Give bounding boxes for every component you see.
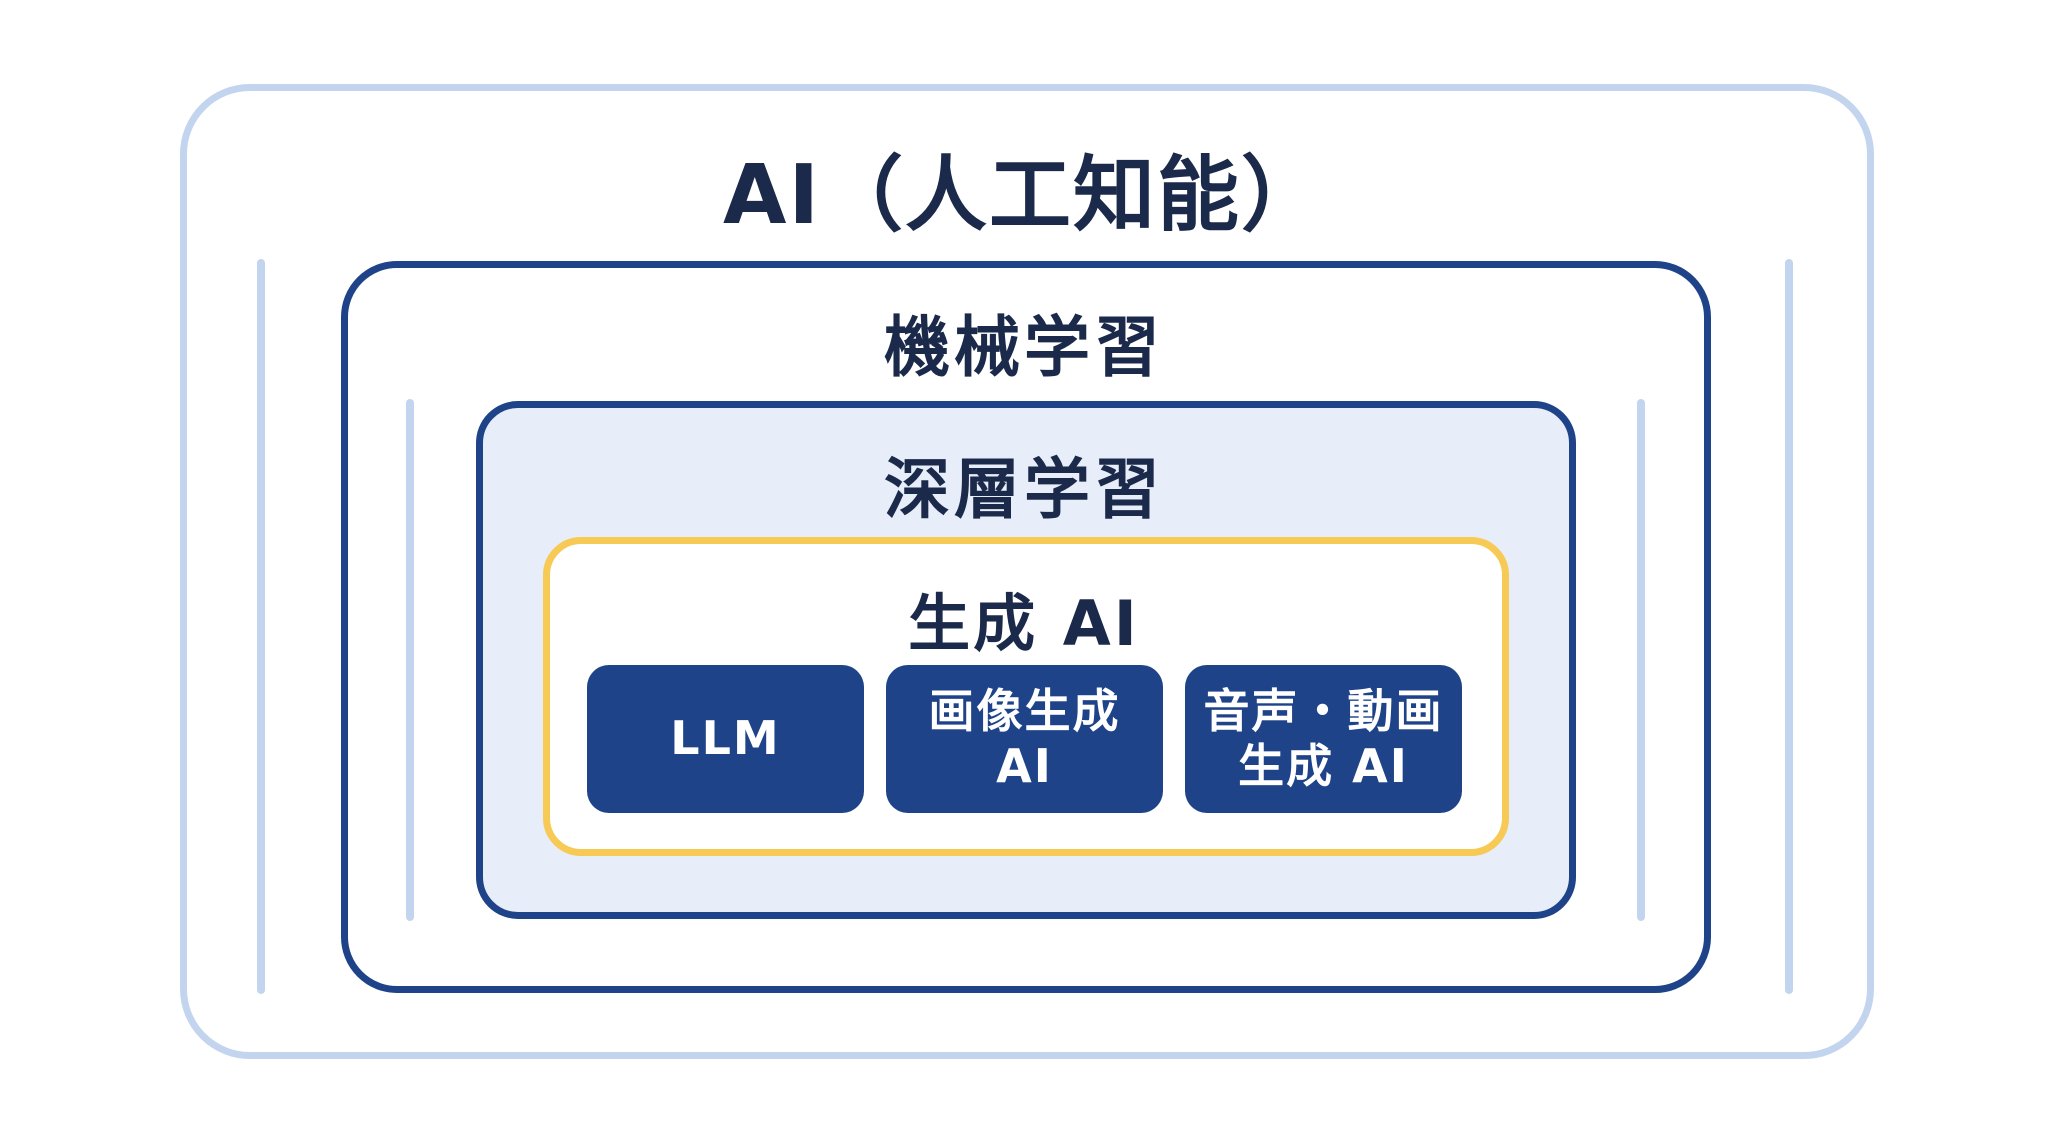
image-generation-ai-card-line1: 画像生成 xyxy=(928,683,1121,738)
ai-layer-title: AI（人工知能） xyxy=(723,148,1325,243)
inner-right-divider xyxy=(1637,399,1645,921)
llm-card: LLM xyxy=(587,665,864,813)
audio-video-generation-ai-card: 音声・動画 生成 AI xyxy=(1185,665,1462,813)
audio-video-generation-ai-card-line2: 生成 AI xyxy=(1238,739,1409,793)
image-generation-ai-card-line2: AI xyxy=(996,739,1053,793)
outer-right-divider xyxy=(1785,259,1793,994)
image-generation-ai-card: 画像生成 AI xyxy=(886,665,1163,813)
inner-left-divider xyxy=(406,399,414,921)
llm-card-label: LLM xyxy=(670,711,781,766)
machine-learning-layer-title: 機械学習 xyxy=(884,309,1164,386)
deep-learning-layer-title: 深層学習 xyxy=(884,451,1164,528)
audio-video-generation-ai-card-line1: 音声・動画 xyxy=(1203,683,1444,738)
generative-ai-layer-title: 生成 AI xyxy=(908,587,1140,660)
outer-left-divider xyxy=(257,259,265,994)
